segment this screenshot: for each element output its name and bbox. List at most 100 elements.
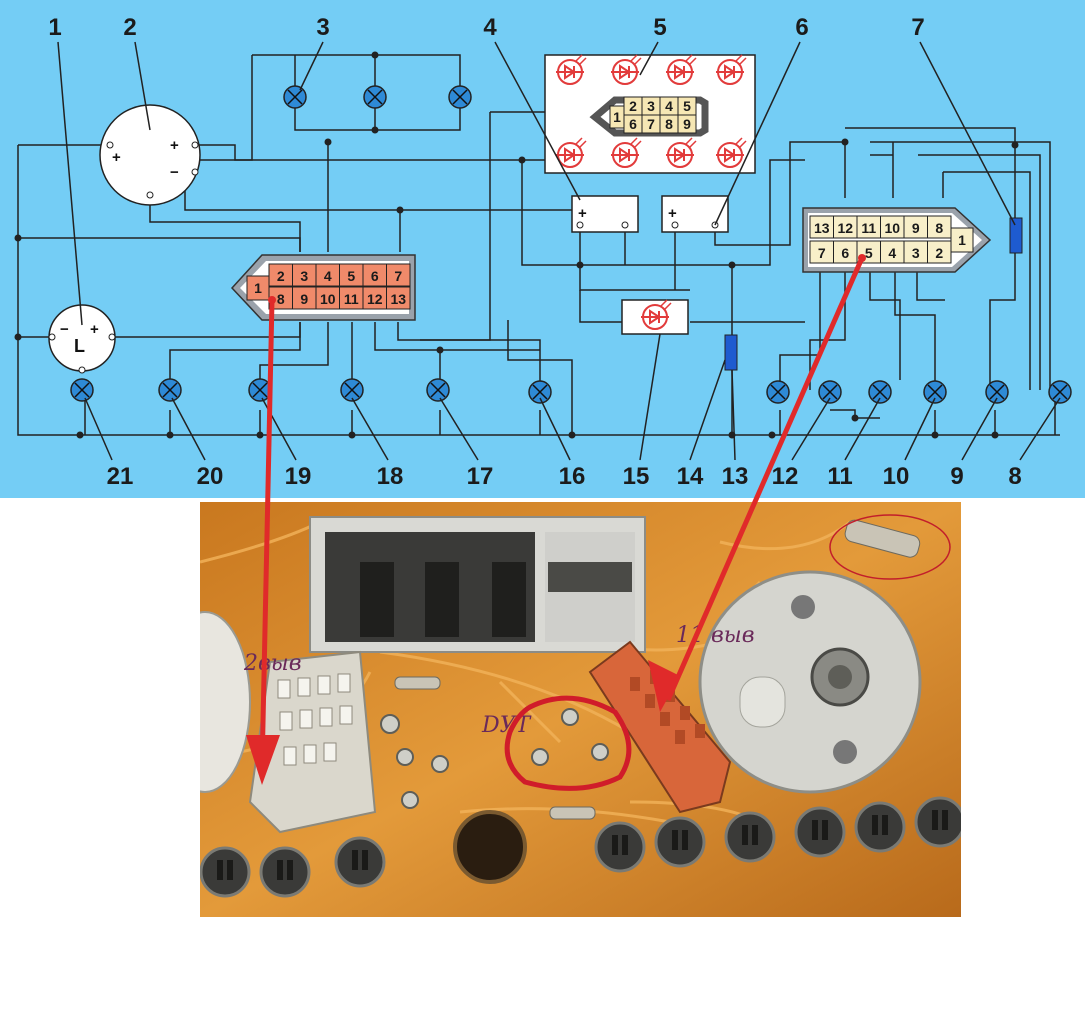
gauge-1: − + L	[48, 304, 116, 374]
right-pin-1: 1	[958, 232, 966, 248]
right-pin-5: 5	[865, 245, 873, 261]
left-pin-9: 9	[300, 291, 308, 307]
gauge-2-plus-right: +	[170, 137, 179, 154]
led-pin-5: 5	[683, 98, 691, 114]
lamp-icon	[1048, 380, 1072, 404]
meter-6: +	[661, 195, 729, 233]
callout-1: 1	[48, 14, 61, 41]
right-pin-2: 2	[935, 245, 943, 261]
led-pin-1: 1	[613, 109, 621, 125]
lamp-icon	[766, 380, 790, 404]
callout-5: 5	[653, 14, 666, 41]
lamp-socket	[854, 801, 906, 853]
left-pin-8: 8	[277, 291, 285, 307]
led-icon	[556, 137, 587, 168]
callout-8: 8	[1008, 463, 1021, 490]
lamp-icon	[158, 378, 182, 402]
led-icon	[556, 54, 587, 85]
label-sensor: DУТ	[481, 713, 533, 738]
left-pin-13: 13	[390, 291, 406, 307]
led-icon	[666, 137, 697, 168]
lamp-icon	[340, 378, 364, 402]
right-pin-6: 6	[841, 245, 849, 261]
gauge-1-plus: +	[90, 321, 99, 338]
lamp-socket	[594, 821, 646, 873]
right-pin-4: 4	[888, 245, 896, 261]
gauge-1-l: L	[74, 336, 85, 356]
callout-12: 12	[772, 463, 799, 490]
led-icon	[666, 54, 697, 85]
right-pin-8: 8	[935, 220, 943, 236]
lamp-icon	[448, 85, 472, 109]
lamp-icon	[923, 380, 947, 404]
right-pin-9: 9	[912, 220, 920, 236]
left-pin-12: 12	[367, 291, 383, 307]
lamp-icon	[426, 378, 450, 402]
right-pin-11: 11	[861, 220, 876, 236]
led-pin-7: 7	[647, 116, 655, 132]
lamp-socket	[334, 836, 386, 888]
left-gauge-body	[200, 611, 251, 793]
left-pin-11: 11	[344, 291, 359, 307]
lamp-socket	[259, 846, 311, 898]
led-pin-3: 3	[647, 98, 655, 114]
small-resistor-1	[394, 676, 441, 690]
right-pin-13: 13	[814, 220, 830, 236]
label-pin-11: 11 выв	[676, 623, 755, 648]
callout-20: 20	[197, 463, 224, 490]
led-icon	[611, 54, 642, 85]
meter-4-plus: +	[578, 205, 587, 222]
lamp-icon	[868, 380, 892, 404]
callout-9: 9	[950, 463, 963, 490]
resistor-7	[1009, 217, 1023, 254]
left-pin-5: 5	[347, 268, 355, 284]
callout-11: 11	[827, 463, 852, 490]
resistor-14	[724, 334, 738, 371]
led-pin-2: 2	[629, 98, 637, 114]
led-icon	[716, 54, 747, 85]
relay-housing	[309, 516, 646, 653]
callout-13: 13	[722, 463, 749, 490]
lamp-icon	[363, 85, 387, 109]
left-pin-3: 3	[300, 268, 308, 284]
sensor-highlight-circle	[504, 695, 632, 791]
lamp-icon	[70, 378, 94, 402]
led-15	[621, 299, 689, 335]
label-pin-2: 2выв	[243, 651, 302, 676]
led-pin-9: 9	[683, 116, 691, 132]
callout-7: 7	[911, 14, 924, 41]
callout-2: 2	[123, 14, 136, 41]
left-pin-10: 10	[320, 291, 336, 307]
right-pin-12: 12	[837, 220, 853, 236]
lamp-icon	[818, 380, 842, 404]
left-pin-6: 6	[371, 268, 379, 284]
callout-21: 21	[107, 463, 134, 490]
left-pin-2: 2	[277, 268, 285, 284]
led-pin-6: 6	[629, 116, 637, 132]
meter-4: +	[571, 195, 639, 233]
gauge-2-plus-left: +	[112, 149, 121, 166]
callout-14: 14	[677, 463, 704, 490]
pin2-connector	[248, 650, 377, 834]
sensor-pins	[380, 708, 609, 809]
lamp-sockets	[200, 796, 961, 898]
callout-3: 3	[316, 14, 329, 41]
lamp-icon	[528, 380, 552, 404]
lamp-socket	[724, 811, 776, 863]
callout-10: 10	[883, 463, 910, 490]
callout-17: 17	[467, 463, 494, 490]
right-pin-7: 7	[818, 245, 826, 261]
lamp-icon	[283, 85, 307, 109]
gauge-1-minus: −	[60, 321, 69, 338]
lamp-socket	[794, 806, 846, 858]
led-pin-8: 8	[665, 116, 673, 132]
led-icon	[611, 137, 642, 168]
callout-19: 19	[285, 463, 312, 490]
lamp-socket	[914, 796, 961, 848]
small-resistor-2	[549, 806, 596, 820]
callout-4: 4	[483, 14, 497, 41]
pcb-photo: 2выв 11 выв DУТ	[200, 502, 961, 917]
